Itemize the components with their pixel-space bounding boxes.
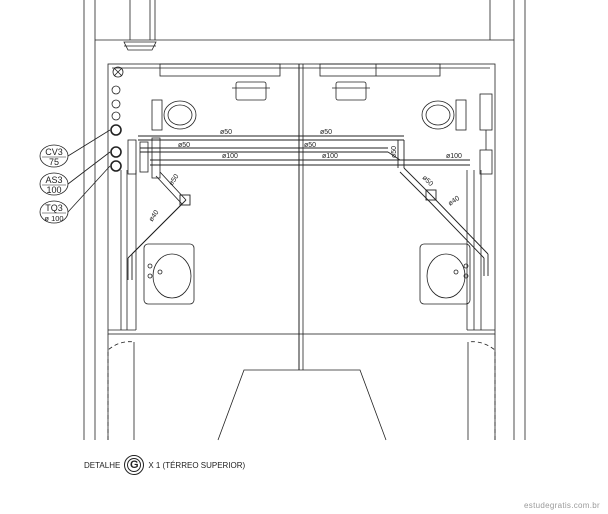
inner-room bbox=[107, 63, 496, 440]
vertical-stack-right bbox=[479, 93, 493, 175]
vent-pipe bbox=[123, 0, 157, 51]
left-partition bbox=[108, 170, 137, 331]
tag-code: TQ3 bbox=[45, 203, 63, 213]
diagonal-drain-left bbox=[127, 171, 191, 280]
pipe-label: ø50 bbox=[178, 142, 190, 149]
tag-size: ø 100 bbox=[44, 214, 63, 223]
pipe-label: ø50 bbox=[391, 146, 398, 158]
caption-prefix: DETALHE bbox=[84, 460, 121, 470]
detail-caption: DETALHE G X 1 (TÉRREO SUPERIOR) bbox=[84, 455, 245, 475]
watermark: estudegratis.com.br bbox=[524, 501, 600, 510]
tag-leaders bbox=[67, 129, 111, 213]
lavatory-left bbox=[143, 243, 195, 305]
detail-badge: G bbox=[124, 455, 145, 475]
pipe-label: ø100 bbox=[222, 153, 238, 160]
vertical-stacks-left bbox=[110, 124, 161, 179]
pipe-label: ø50 bbox=[320, 129, 332, 136]
tag-code: AS3 bbox=[45, 175, 62, 185]
right-partition bbox=[466, 170, 495, 331]
outer-walls bbox=[83, 0, 526, 440]
tag-code: CV3 bbox=[45, 147, 63, 157]
door-swings bbox=[107, 341, 496, 440]
upper-fixtures bbox=[159, 63, 441, 101]
toilet-right bbox=[421, 99, 467, 131]
horizontal-pipes bbox=[138, 135, 470, 168]
lavatory-right bbox=[419, 243, 471, 305]
pipe-label: ø100 bbox=[446, 153, 462, 160]
tag-size: 75 bbox=[49, 157, 59, 167]
tag-as3: AS3 100 bbox=[39, 172, 69, 196]
pipe-label: ø40 bbox=[148, 209, 161, 223]
caption-suffix: X 1 (TÉRREO SUPERIOR) bbox=[148, 460, 246, 470]
pipe-label: ø50 bbox=[220, 129, 232, 136]
tag-size: 100 bbox=[46, 185, 61, 195]
tag-tq3: TQ3 ø 100 bbox=[39, 200, 69, 224]
pipe-labels: ø50 ø50 ø50 ø50 ø100 ø100 ø100 ø50 ø50 ø… bbox=[148, 129, 462, 223]
pipe-label: ø40 bbox=[447, 195, 461, 208]
tag-cv3: CV3 75 bbox=[39, 144, 69, 168]
toilet-left bbox=[151, 99, 197, 131]
valve-icons bbox=[111, 66, 124, 121]
pipe-label: ø50 bbox=[304, 142, 316, 149]
pipe-label: ø50 bbox=[168, 173, 181, 187]
pipe-label: ø100 bbox=[322, 153, 338, 160]
badge-letter: G bbox=[130, 459, 139, 471]
lower-openings bbox=[133, 342, 469, 441]
diagonal-drain-right bbox=[399, 167, 489, 276]
